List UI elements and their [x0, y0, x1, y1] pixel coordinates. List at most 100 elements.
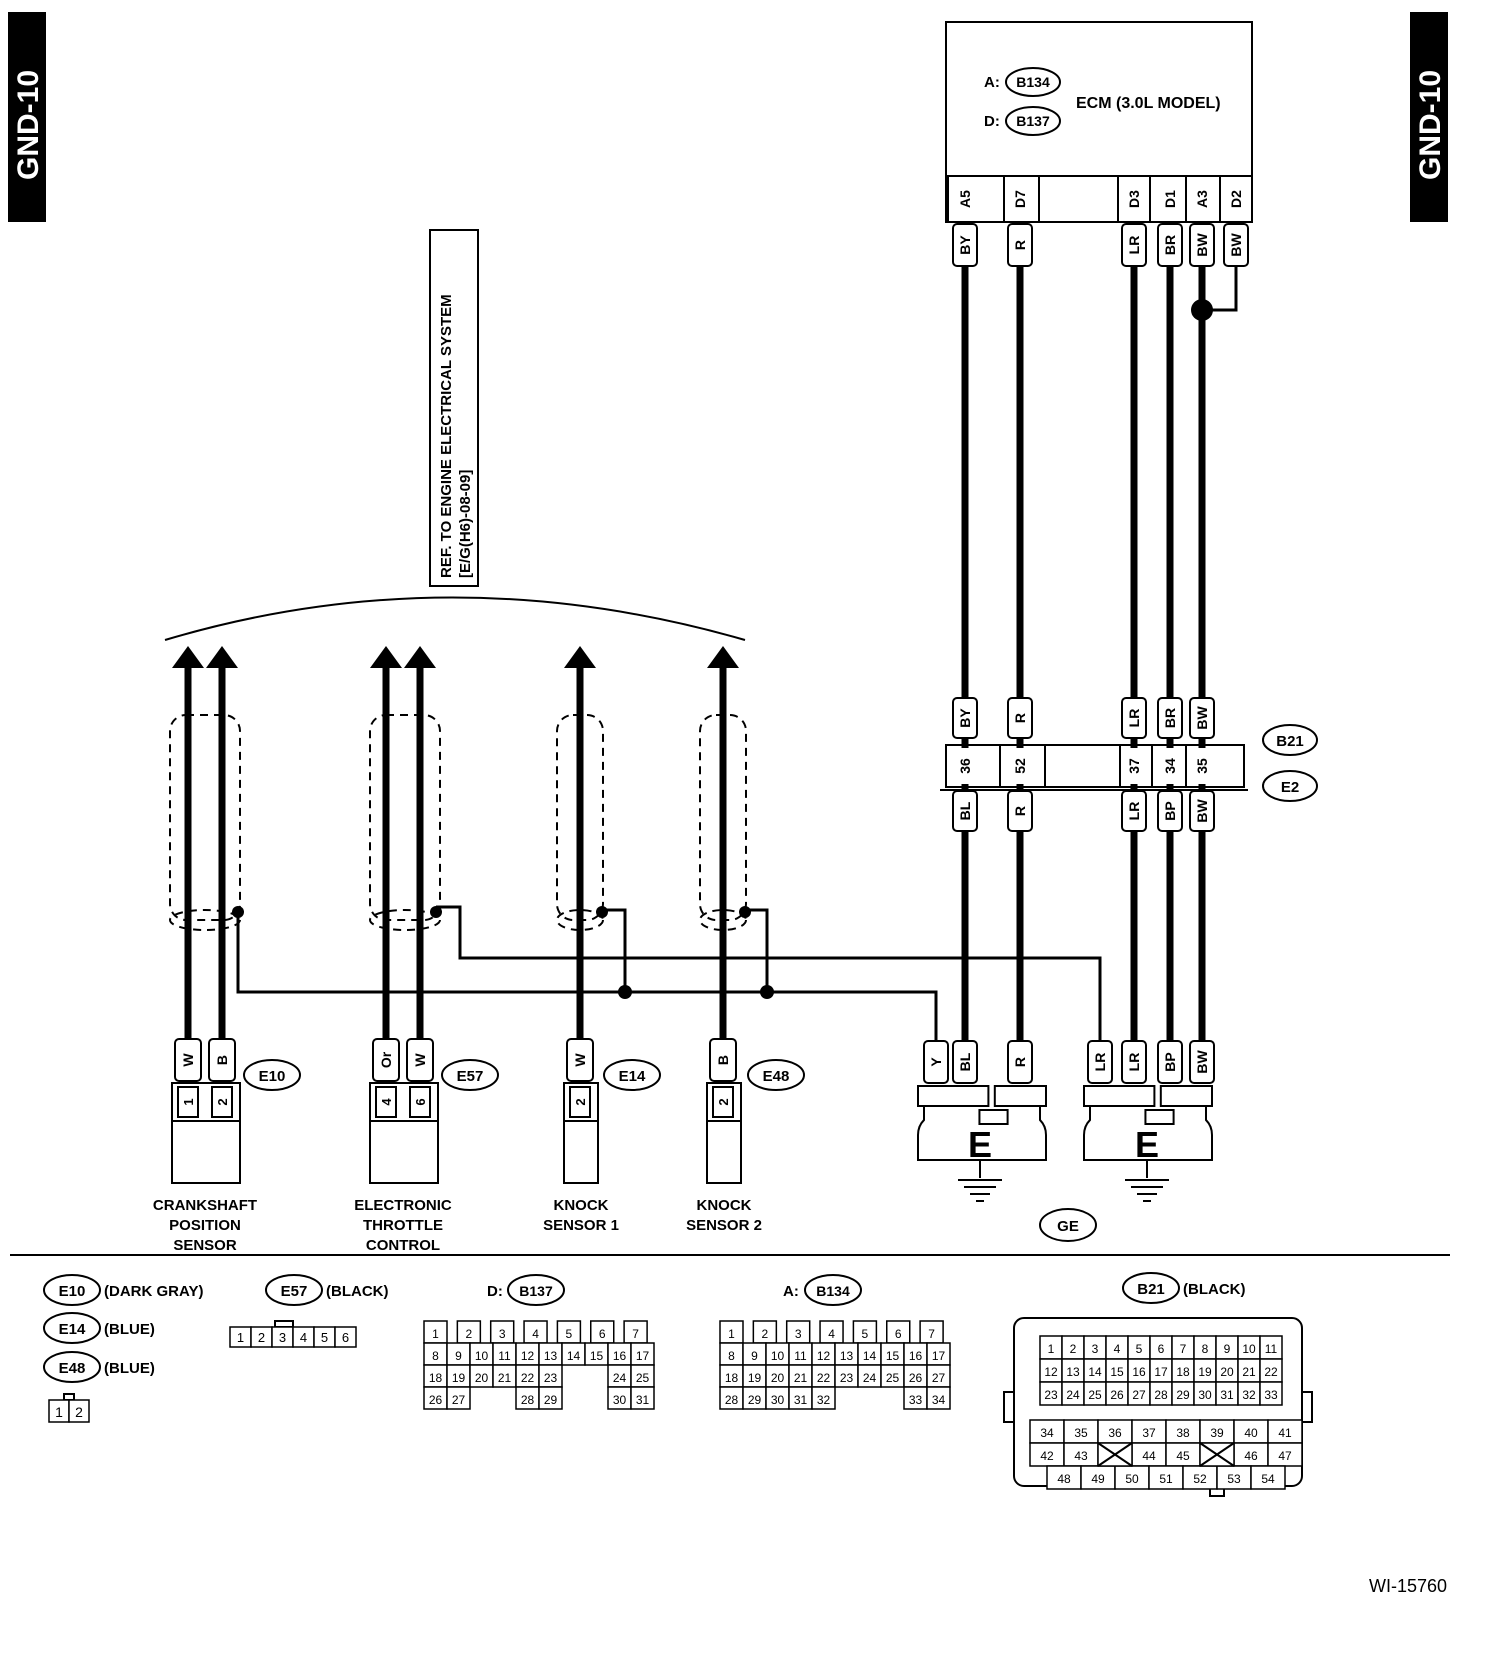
ecm-pin-label: D7	[1012, 190, 1028, 208]
legend-b21-label: 52	[1193, 1472, 1207, 1486]
legend-d-label: 14	[567, 1349, 581, 1363]
sensor-wire-color: W	[180, 1053, 196, 1067]
shield-drain-dot	[739, 906, 751, 918]
reference-arrow	[404, 646, 436, 668]
legend-d-label: 24	[613, 1371, 627, 1385]
ground-wire-color: BW	[1194, 1050, 1210, 1074]
joint-upper-color: BW	[1194, 706, 1210, 730]
legend-a-label: 16	[909, 1349, 923, 1363]
legend-d-label: 25	[636, 1371, 650, 1385]
ecm-pin-label: A5	[957, 190, 973, 208]
legend-b21-label: 4	[1114, 1342, 1121, 1356]
joint-lower-color-box	[1189, 790, 1215, 832]
ecm-wire-color-box	[1157, 223, 1183, 267]
legend-d-label: 9	[455, 1349, 462, 1363]
legend-e57-cell	[334, 1326, 357, 1348]
joint-pin-label: 36	[957, 758, 973, 774]
legend-a-label: 1	[728, 1327, 735, 1341]
legend-d-label: 12	[521, 1349, 535, 1363]
sensor-label-line: SENSOR	[173, 1237, 237, 1254]
reference-arrow	[172, 646, 204, 668]
legend-b21-label: 5	[1136, 1342, 1143, 1356]
legend-d-label: 15	[590, 1349, 604, 1363]
shield-outline	[699, 714, 747, 921]
legend-b21-label: 31	[1220, 1388, 1234, 1402]
legend-d-label: 3	[499, 1327, 506, 1341]
legend-a-label: 23	[840, 1371, 854, 1385]
legend-d-label: 13	[544, 1349, 558, 1363]
shield-end	[699, 909, 747, 931]
ground-wire-color: LR	[1092, 1053, 1108, 1072]
legend-a-label: 21	[794, 1371, 808, 1385]
legend-a-label: 8	[728, 1349, 735, 1363]
legend-e57-label: 2	[258, 1330, 265, 1345]
shield-end	[556, 909, 604, 931]
legend-a-label: 24	[863, 1371, 877, 1385]
legend-b21-label: 54	[1261, 1472, 1275, 1486]
sensor-id-oval	[441, 1059, 499, 1091]
legend-e48-label: 1	[55, 1404, 63, 1420]
sensor-pin-cell	[409, 1086, 431, 1118]
legend-a-cell	[926, 1386, 951, 1410]
legend-d-label: 31	[636, 1393, 650, 1407]
ecm-wire-color-box	[1007, 223, 1033, 267]
joint-lower-color-box	[1007, 790, 1033, 832]
joint-pin-cell	[1122, 748, 1146, 784]
sensor-pin-cell	[211, 1086, 233, 1118]
sensor-pin-cell	[177, 1086, 199, 1118]
ecm-wire-color-box	[1223, 223, 1249, 267]
legend-d-label: 27	[452, 1393, 466, 1407]
legend-a-label: 22	[817, 1371, 831, 1385]
legend-d-label: 8	[432, 1349, 439, 1363]
legend-e57-id: E57	[281, 1283, 308, 1300]
legend-a-label: 31	[794, 1393, 808, 1407]
legend-b21-label: 47	[1278, 1449, 1292, 1463]
legend-a-cell	[811, 1386, 836, 1410]
legend-b21-latch	[1302, 1391, 1313, 1423]
sensor-pin-cell	[375, 1086, 397, 1118]
legend-a-label: 3	[795, 1327, 802, 1341]
sensor-wire-color-box	[406, 1038, 434, 1082]
page-code-right: GND-10	[1414, 70, 1447, 180]
legend-b21-label: 46	[1244, 1449, 1258, 1463]
legend-d-label: 28	[521, 1393, 535, 1407]
ecm-wire-color: BY	[957, 235, 973, 255]
ground-bolt	[978, 1109, 1009, 1125]
joint-upper-color: R	[1012, 713, 1028, 723]
legend-b21-label: 15	[1110, 1365, 1124, 1379]
joint-lower-color-box	[1157, 790, 1183, 832]
legend-a-label: 20	[771, 1371, 785, 1385]
legend-b21-label: 1	[1048, 1342, 1055, 1356]
legend-e48-desc: (BLUE)	[104, 1360, 155, 1377]
shield-drain-dot	[596, 906, 608, 918]
ground-terminal	[993, 1085, 1047, 1107]
ecm-conn-d-prefix: D:	[984, 113, 1000, 130]
legend-e48-key	[63, 1393, 75, 1401]
sensor-pin-label: 1	[181, 1098, 196, 1105]
legend-b21-cell	[1250, 1465, 1286, 1490]
joint-lower-color: R	[1012, 806, 1028, 816]
reference-note-line2: [E/G(H6)-08-09]	[457, 470, 474, 578]
legend-b21-label: 22	[1264, 1365, 1278, 1379]
wire-segment	[1202, 265, 1238, 312]
ground-wire-color-box	[952, 1040, 978, 1084]
shield-drain-wire	[236, 907, 938, 1060]
sensor-wire-color: W	[572, 1053, 588, 1067]
sensor-body	[563, 1082, 599, 1184]
legend-d-label: 11	[498, 1349, 511, 1363]
reference-bracket	[164, 596, 746, 641]
legend-b21-label: 2	[1070, 1342, 1077, 1356]
legend-d-cell	[538, 1386, 563, 1410]
legend-b21-label: 25	[1088, 1388, 1102, 1402]
sensor-pin-cell	[569, 1086, 591, 1118]
ground-wire-color: LR	[1126, 1053, 1142, 1072]
legend-b21-blank-mark	[1097, 1442, 1133, 1467]
reference-arrow	[564, 646, 596, 668]
legend-b21-label: 45	[1176, 1449, 1190, 1463]
legend-a-id: B134	[816, 1283, 850, 1299]
